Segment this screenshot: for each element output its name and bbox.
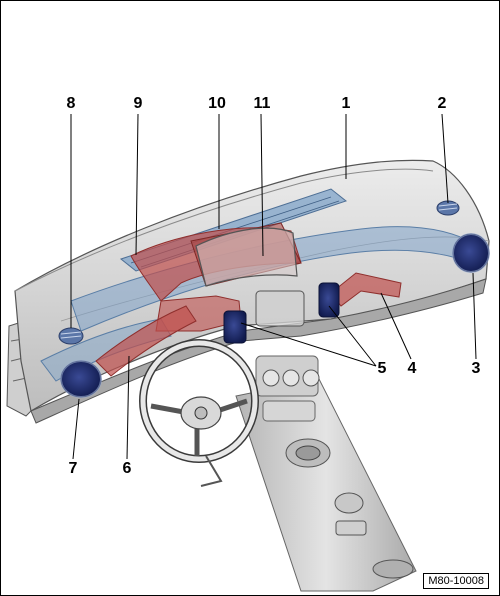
- callout-5: 5: [377, 360, 387, 377]
- figure-reference-code: M80-10008: [423, 573, 489, 589]
- air-outlet-centre-left: [223, 310, 247, 344]
- callout-4: 4: [407, 360, 417, 377]
- callout-1: 1: [341, 95, 351, 112]
- air-outlet-centre-right: [318, 282, 340, 318]
- callout-2: 2: [437, 95, 447, 112]
- callout-7: 7: [68, 460, 78, 477]
- air-outlet-right-side: [452, 233, 490, 273]
- centre-display-housing: [195, 227, 305, 327]
- side-window-vent-left: [58, 327, 84, 345]
- air-outlet-left-side: [60, 360, 102, 398]
- steering-wheel: [139, 339, 259, 487]
- callout-6: 6: [122, 460, 132, 477]
- callout-10: 10: [208, 95, 226, 112]
- callout-11: 11: [253, 95, 271, 112]
- callout-8: 8: [66, 95, 76, 112]
- center-console: [235, 355, 417, 592]
- callout-3: 3: [471, 360, 481, 377]
- callout-9: 9: [133, 95, 143, 112]
- leader-lines: [70, 113, 477, 460]
- side-window-vent-right: [436, 200, 460, 216]
